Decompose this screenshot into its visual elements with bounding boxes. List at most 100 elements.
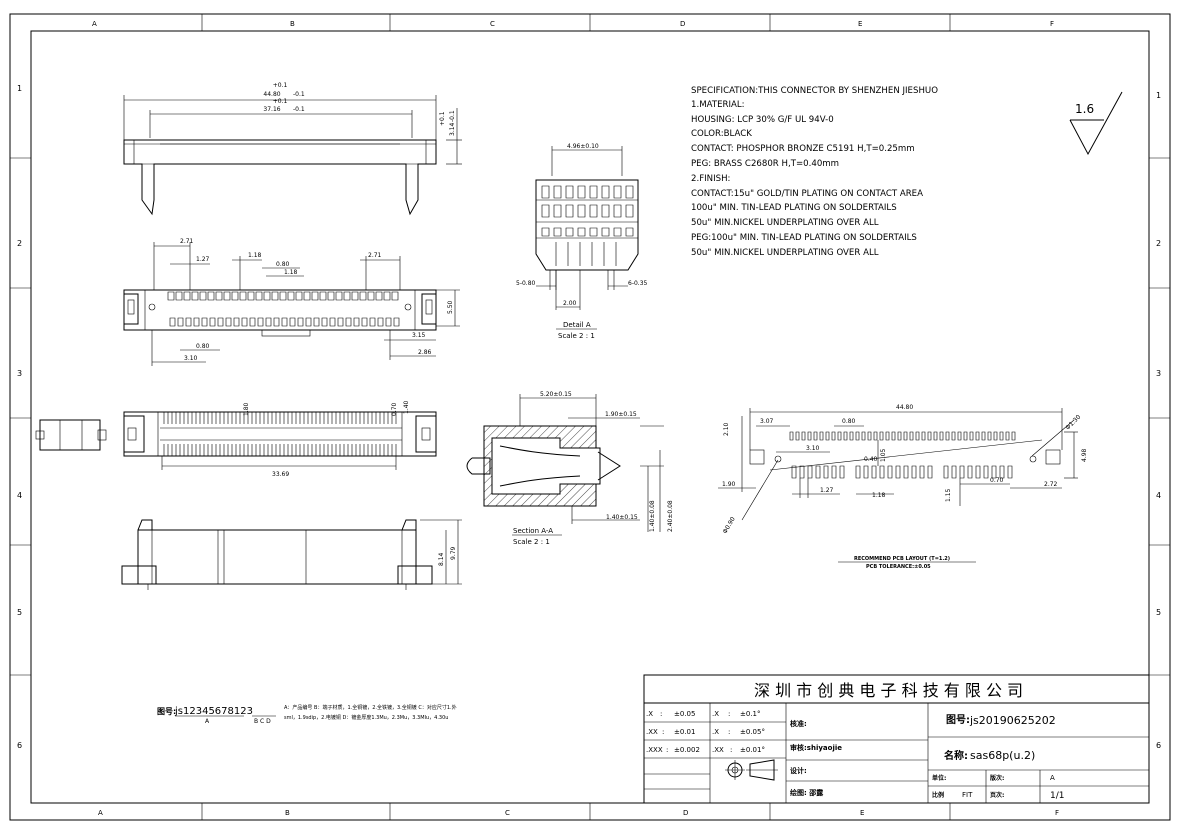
row-label-3-left: 3 <box>17 369 22 378</box>
pcb-dim-310: 3.10 <box>806 445 820 452</box>
plan-dim-271-right: 2.71 <box>368 252 382 259</box>
detail-a-top-dim: 4.96±0.10 <box>567 143 599 150</box>
col-label-d-top: D <box>680 20 685 28</box>
row-label-2-right: 2 <box>1156 239 1161 248</box>
pcb-dim-307: 3.07 <box>760 418 774 425</box>
col-label-a-bottom: A <box>98 809 103 817</box>
col-label-f-bottom: F <box>1055 809 1059 817</box>
tol-row-2-d: .XX <box>712 746 724 754</box>
pcb-dim-118: 1.18 <box>872 492 886 499</box>
tol-row-1-b: : <box>662 728 664 736</box>
row-label-3-right: 3 <box>1156 369 1161 378</box>
pcb-dim-105: 1.05 <box>880 448 887 462</box>
drawing-no-note-1: A：产品编号 B：端子材质，1.全铜镀，2.全铁镀，3.全铜镀 C：对应尺寸1.… <box>284 704 457 711</box>
tol-row-1-d: .X <box>712 728 719 736</box>
detail-a-right-dim: 6-0.35 <box>628 280 648 287</box>
company-name: 深 圳 市 创 典 电 子 科 技 有 限 公 司 <box>754 681 1023 700</box>
row-markers: 1 2 3 4 5 6 1 2 3 4 5 6 <box>10 84 1170 750</box>
version-value: A <box>1050 774 1055 782</box>
pcb-dim-4480: 44.80 <box>896 404 913 411</box>
front-view: +0.1 44.80 -0.1 +0.1 37.16 -0.1 +0.1 3.1… <box>123 82 462 216</box>
page-value: 1/1 <box>1050 791 1064 801</box>
side-view: 8.14 9.79 <box>121 519 462 590</box>
plan-dim-080-top: 0.80 <box>276 261 290 268</box>
pcb-dim-190: 1.90 <box>722 481 736 488</box>
tol-row-2-a: .XXX <box>646 746 663 754</box>
drawing-no-rev-letters: B C D <box>254 718 271 725</box>
unit-label: 单位: <box>932 774 946 782</box>
dim-height: 3.14 <box>449 122 456 136</box>
pcb-dim-phi090: Φ0.90 <box>722 516 737 535</box>
check-label: 核准: <box>790 719 807 728</box>
tol-row-2-c: ±0.002 <box>674 746 700 754</box>
design-label: 设计: <box>790 766 807 775</box>
version-label: 版次: <box>989 774 1004 782</box>
row-label-1-right: 1 <box>1156 91 1161 100</box>
roughness-value: 1.6 <box>1075 102 1094 116</box>
spec-line-0: SPECIFICATION:THIS CONNECTOR BY SHENZHEN… <box>691 86 938 96</box>
tol-row-2-e: : <box>730 746 732 754</box>
plan-bottom-pins <box>169 317 400 327</box>
spec-line-4: CONTACT: PHOSPHOR BRONZE C5191 H,T=0.25m… <box>691 144 915 154</box>
title-name-label: 名称: <box>944 749 968 762</box>
pcb-dim-115: 1.15 <box>945 488 952 502</box>
plan-view: 2.71 1.27 1.18 0.80 1.18 2.71 5.50 0.80 … <box>123 238 460 366</box>
row-label-5-left: 5 <box>17 608 22 617</box>
row-label-2-left: 2 <box>17 239 22 248</box>
detail-a-contacts <box>541 185 634 266</box>
tol-row-2-f: ±0.01° <box>740 746 765 754</box>
pcb-dim-498: 4.98 <box>1081 448 1088 462</box>
tol-row-0-d: .X <box>712 710 719 718</box>
review-label: 审核:shiyaojie <box>790 743 842 752</box>
dim-inner-tol-plus: +0.1 <box>273 98 288 105</box>
spec-line-10: PEG:100u" MIN. TIN-LEAD PLATING ON SOLDE… <box>691 233 917 243</box>
title-drawing-no-value: js20190625202 <box>969 714 1056 727</box>
bottom-plan-view: 33.69 1.80 0.70 1.40 <box>35 400 437 478</box>
spec-line-6: 2.FINISH: <box>691 174 730 184</box>
column-markers: A B C D E F A B C D E F <box>92 14 1059 820</box>
col-label-d-bottom: D <box>683 809 688 817</box>
drawing-no-note-2: sml，1.9sdip，2.电镀铜 D：镀金厚度1.3Mu，2.3Mu，3.3M… <box>284 714 448 721</box>
side-dim-814: 8.14 <box>438 552 445 566</box>
tol-row-1-c: ±0.01 <box>674 728 695 736</box>
section-a-a: 5.20±0.15 1.90±0.15 1.40±0.15 1.40±0.08 … <box>466 391 674 546</box>
tol-row-1-f: ±0.05° <box>740 728 765 736</box>
tol-row-1-a: .XX <box>646 728 658 736</box>
dim-height-tol-plus: +0.1 <box>439 111 446 126</box>
section-dim-top: 5.20±0.15 <box>540 391 572 398</box>
spec-line-7: CONTACT:15u" GOLD/TIN PLATING ON CONTACT… <box>691 189 923 199</box>
tol-row-0-b: : <box>660 710 662 718</box>
plan-dim-286: 2.86 <box>418 349 432 356</box>
spec-line-2: HOUSING: LCP 30% G/F UL 94V-0 <box>691 115 834 125</box>
projection-symbol-icon <box>725 759 778 781</box>
plan-top-pins <box>167 291 399 301</box>
pcb-dim-127: 1.27 <box>820 487 834 494</box>
pcb-dim-210: 2.10 <box>723 422 730 436</box>
title-block: 深 圳 市 创 典 电 子 科 技 有 限 公 司 .X : ±0.05 .X … <box>643 674 1150 804</box>
bottom-plan-dim-180: 1.80 <box>243 402 250 416</box>
dim-outer-tol-plus: +0.1 <box>273 82 288 89</box>
bottom-plan-pins <box>160 412 402 456</box>
spec-line-1: 1.MATERIAL: <box>691 100 745 110</box>
plan-dim-118: 1.18 <box>248 252 262 259</box>
side-dim-979: 9.79 <box>450 546 457 560</box>
dim-height-tol-minus: -0.1 <box>449 110 456 122</box>
spec-line-9: 50u" MIN.NICKEL UNDERPLATING OVER ALL <box>691 218 879 228</box>
tol-row-2-b: : <box>666 746 668 754</box>
section-dim-v2: 2.40±0.08 <box>667 500 674 532</box>
bottom-plan-dim-140: 1.40 <box>403 400 410 414</box>
plan-dim-271-left: 2.71 <box>180 238 194 245</box>
tol-row-0-a: .X <box>646 710 653 718</box>
col-label-b-bottom: B <box>285 809 290 817</box>
plan-dim-080-bot: 0.80 <box>196 343 210 350</box>
bottom-plan-dim-3369: 33.69 <box>272 471 289 478</box>
col-label-c-top: C <box>490 20 495 28</box>
draw-label: 绘图: 邵露 <box>790 788 824 797</box>
tol-row-1-e: : <box>728 728 730 736</box>
drawing-number-note: 图号: js12345678123 A B C D A：产品编号 B：端子材质，… <box>157 704 457 725</box>
roughness-symbol: 1.6 <box>1069 91 1123 156</box>
scale-value: FIT <box>962 791 973 799</box>
page-label: 页次: <box>990 791 1004 799</box>
detail-a-scale: Scale 2 : 1 <box>558 332 595 340</box>
section-dim-190: 1.90±0.15 <box>605 411 637 418</box>
